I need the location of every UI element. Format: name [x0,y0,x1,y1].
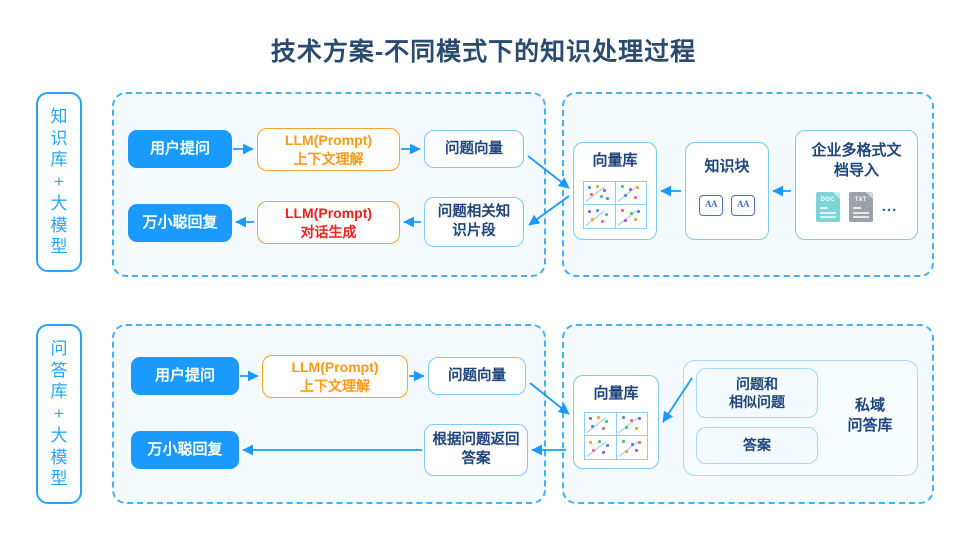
row2-return-answer-box[interactable]: 根据问题返回 答案 [424,424,528,476]
row1-llm-dialog-box[interactable]: LLM(Prompt) 对话生成 [257,201,400,244]
vector-grid-icon [584,411,648,460]
row1-reply-label: 万小聪回复 [142,214,218,232]
aa-badge-group: AA AA [699,194,755,216]
row1-doc-import-box[interactable]: 企业多格式文 档导入 DOC TXT ... [795,130,918,240]
row1-llm-context-line1: LLM(Prompt) [284,132,373,149]
row2-side-char-0: 问 [50,338,68,358]
row1-llm-context-box[interactable]: LLM(Prompt) 上下文理解 [257,128,400,171]
row2-question-vector-box[interactable]: 问题向量 [428,357,526,395]
row2-answer-label: 答案 [743,437,771,454]
row2-reply-box[interactable]: 万小聪回复 [131,431,239,469]
txt-file-type-label: TXT [854,197,867,203]
vector-cell [584,205,615,228]
page-title: 技术方案-不同模式下的知识处理过程 [270,38,697,66]
private-kb-label: 私域 问答库 [832,396,908,437]
row2-vector-db-box[interactable]: 向量库 [573,375,659,469]
row1-side-char-3: + [54,172,64,192]
row1-question-vector-box[interactable]: 问题向量 [424,130,524,168]
private-kb-line2: 问答库 [847,417,893,435]
aa-badge-icon: AA [699,194,723,216]
row2-side-char-6: 型 [50,469,68,489]
row1-side-char-2: 库 [50,150,68,170]
doc-file-icon: DOC [815,192,840,222]
row1-related-knowledge-line1: 问题相关知 [437,204,511,221]
more-files-ellipsis: ... [881,198,898,216]
vector-cell [615,205,646,228]
row2-return-answer-line1: 根据问题返回 [432,432,520,449]
row1-doc-import-line1: 企业多格式文 [811,142,902,159]
row2-similar-question-line1: 问题和 [736,375,778,392]
row2-user-prompt-box[interactable]: 用户提问 [131,357,239,395]
row1-related-knowledge-line2: 识片段 [452,223,496,239]
row1-knowledge-block-title: 知识块 [704,158,750,175]
row1-side-char-1: 识 [50,128,68,148]
row1-doc-import-line2: 档导入 [833,161,879,179]
row1-side-char-6: 型 [50,237,68,257]
row2-similar-question-line2: 相似问题 [729,394,785,410]
row2-left-panel [112,324,546,504]
vector-cell [615,181,646,204]
row1-reply-box[interactable]: 万小聪回复 [128,204,232,242]
row1-knowledge-block-box[interactable]: 知识块 AA AA [685,142,769,240]
row1-side-char-0: 知 [50,106,68,126]
vector-grid-icon [583,180,647,229]
row1-llm-dialog-line1: LLM(Prompt) [284,205,373,222]
row2-return-answer-line2: 答案 [461,451,491,467]
row1-vector-db-box[interactable]: 向量库 [573,142,657,240]
vector-cell [585,412,616,435]
row1-related-knowledge-box[interactable]: 问题相关知 识片段 [424,197,524,247]
row2-side-label: 问 答 库 + 大 模 型 [36,324,82,504]
row1-side-char-5: 模 [50,215,68,235]
row2-llm-context-box[interactable]: LLM(Prompt) 上下文理解 [262,355,408,398]
row1-side-char-4: 大 [50,193,68,213]
row2-side-char-2: 库 [50,382,68,402]
row2-similar-question-box[interactable]: 问题和 相似问题 [696,368,818,418]
private-kb-line1: 私域 [854,397,885,414]
vector-cell [585,436,616,459]
row2-question-vector-label: 问题向量 [448,367,506,384]
row2-side-char-5: 模 [50,447,68,467]
vector-cell [616,436,647,459]
row2-side-char-4: 大 [50,425,68,445]
row1-user-prompt-label: 用户提问 [149,140,210,158]
row2-vector-db-title: 向量库 [593,385,639,402]
row1-left-panel [112,92,546,277]
vector-cell [584,181,615,204]
row1-llm-dialog-line2: 对话生成 [300,223,357,240]
row1-user-prompt-box[interactable]: 用户提问 [128,130,232,168]
row1-vector-db-title: 向量库 [592,152,638,169]
row2-reply-label: 万小聪回复 [147,441,223,459]
row2-answer-box[interactable]: 答案 [696,427,818,464]
aa-badge-icon: AA [731,194,755,216]
row2-llm-context-line1: LLM(Prompt) [291,359,379,376]
file-icon-group: DOC TXT ... [815,192,898,222]
row2-user-prompt-label: 用户提问 [154,367,215,385]
row1-question-vector-label: 问题向量 [445,140,503,157]
row1-llm-context-line2: 上下文理解 [293,150,364,167]
row2-llm-context-line2: 上下文理解 [300,377,370,394]
txt-file-icon: TXT [848,192,873,222]
row1-side-label: 知 识 库 + 大 模 型 [36,92,82,272]
row2-side-char-3: + [54,404,64,424]
doc-file-type-label: DOC [820,197,835,203]
row2-side-char-1: 答 [50,360,68,380]
vector-cell [616,412,647,435]
